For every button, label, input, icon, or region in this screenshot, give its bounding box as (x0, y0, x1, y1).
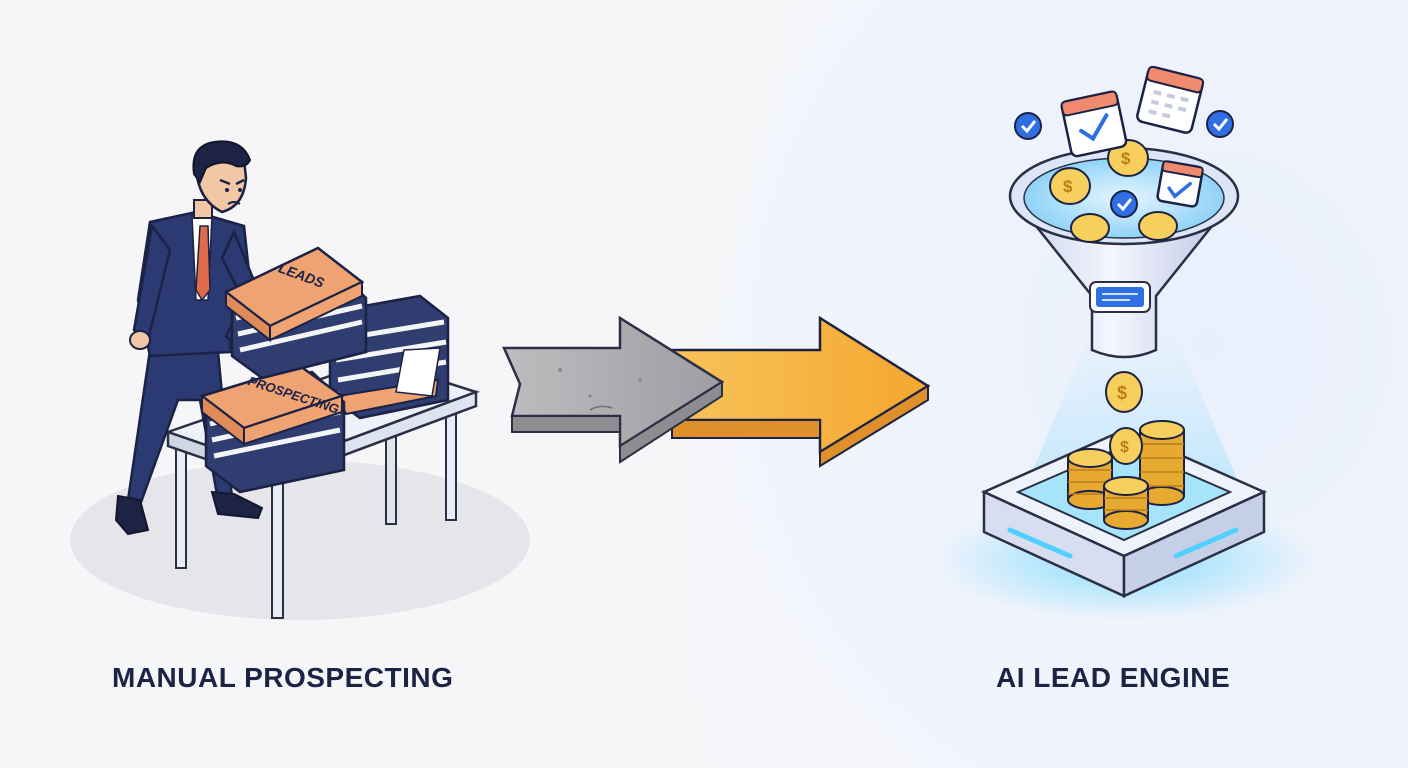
manual-prospecting-caption: MANUAL PROSPECTING (112, 662, 454, 693)
transition-arrow-icon (502, 315, 931, 468)
dollar-coin-icon (1070, 213, 1110, 243)
coin-stacks: $ (1067, 420, 1185, 530)
check-bubble-icon (1206, 110, 1234, 138)
dollar-coin-icon: $ (1109, 427, 1143, 465)
svg-text:$: $ (1117, 383, 1127, 403)
calendar-icon (1156, 160, 1204, 208)
ai-engine-scene: $ $ $ $ (934, 65, 1314, 620)
calendar-icon (1060, 90, 1128, 158)
dollar-coin-icon: $ (1105, 371, 1143, 413)
check-bubble-icon (1014, 112, 1042, 140)
svg-text:$: $ (1121, 149, 1131, 168)
binder-stack-icon: PROSPECTING LEADS (199, 246, 450, 494)
desk-scene: PROSPECTING LEADS (70, 140, 530, 620)
dollar-coin-icon (1103, 476, 1149, 530)
svg-text:$: $ (1063, 177, 1073, 196)
ai-lead-engine-caption: AI LEAD ENGINE (996, 662, 1231, 693)
calendar-icon (1136, 65, 1205, 134)
dollar-coin-icon (1138, 211, 1178, 241)
dollar-coin-icon: $ (1107, 139, 1149, 177)
check-bubble-icon (1110, 190, 1138, 218)
dollar-coin-icon: $ (1049, 167, 1091, 205)
svg-text:$: $ (1120, 439, 1129, 456)
